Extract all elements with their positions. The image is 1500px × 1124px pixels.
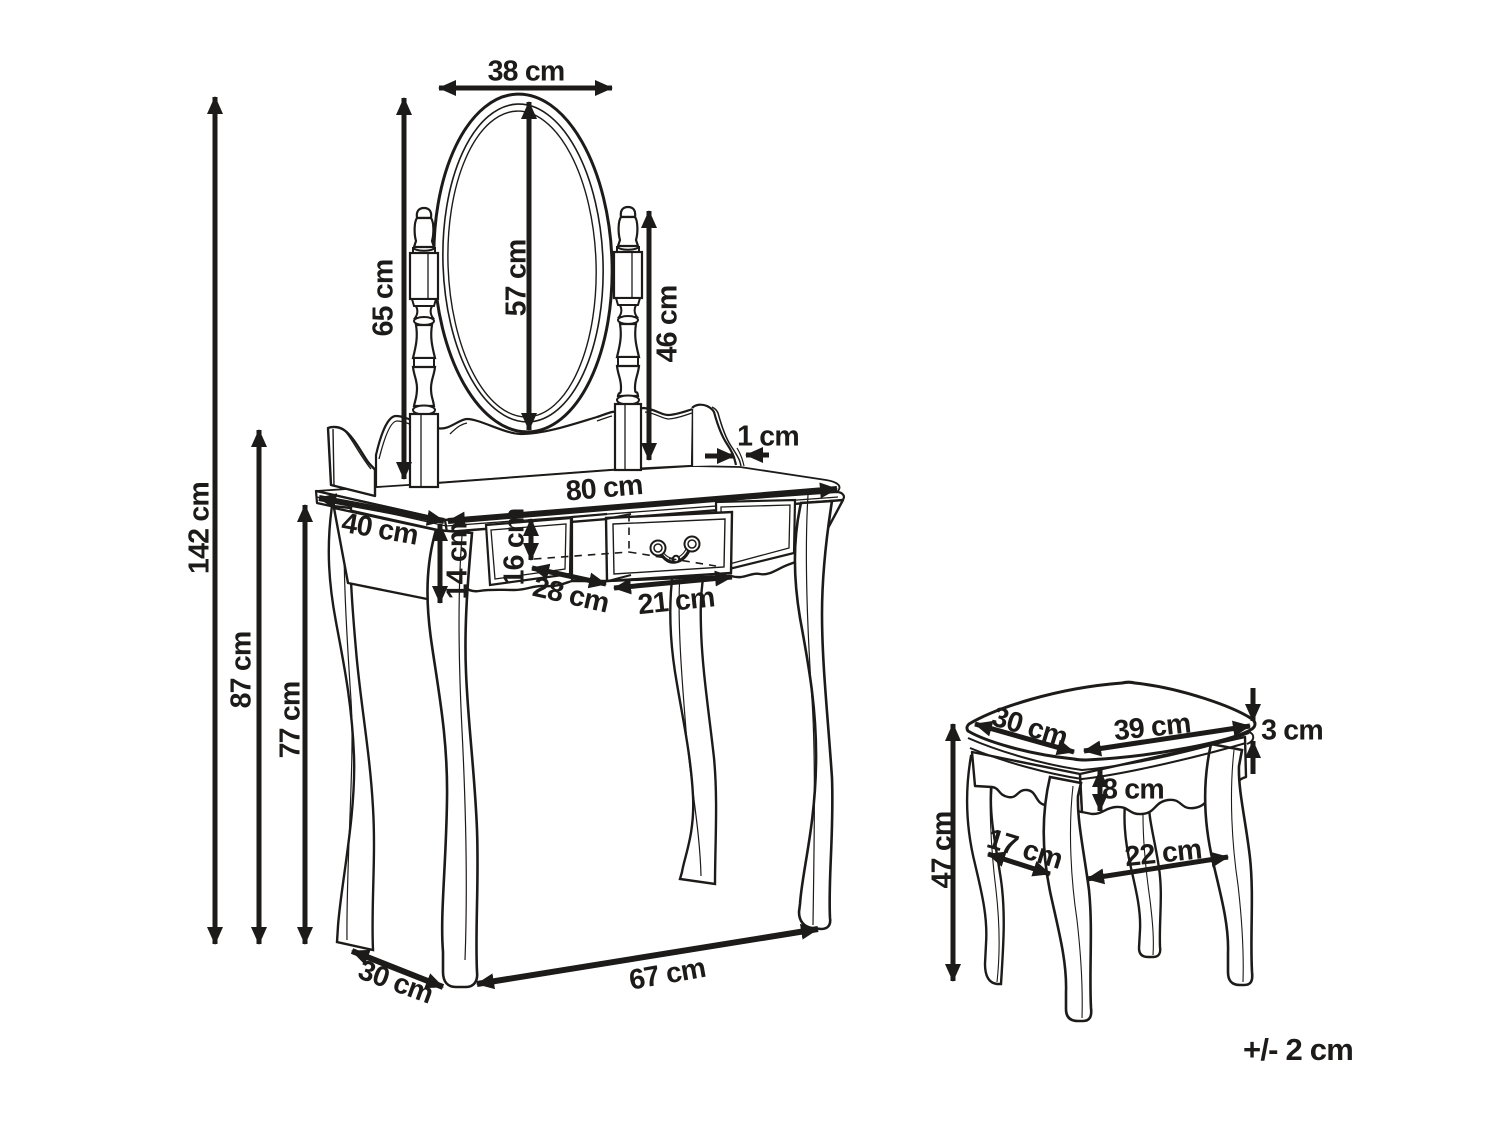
svg-text:1 cm: 1 cm	[737, 420, 799, 452]
svg-text:14 cm: 14 cm	[441, 523, 473, 600]
svg-text:16 cm: 16 cm	[498, 509, 530, 586]
svg-text:3 cm: 3 cm	[1261, 714, 1323, 746]
svg-text:57 cm: 57 cm	[500, 240, 532, 317]
svg-text:8 cm: 8 cm	[1102, 773, 1164, 805]
svg-text:39 cm: 39 cm	[1112, 707, 1192, 747]
svg-text:65 cm: 65 cm	[367, 260, 399, 337]
svg-text:46 cm: 46 cm	[651, 286, 683, 363]
svg-text:77 cm: 77 cm	[274, 682, 306, 759]
svg-text:87 cm: 87 cm	[225, 632, 257, 709]
svg-text:21 cm: 21 cm	[636, 581, 716, 621]
svg-text:38 cm: 38 cm	[488, 55, 565, 87]
svg-text:80 cm: 80 cm	[564, 469, 643, 508]
svg-text:142 cm: 142 cm	[183, 482, 215, 574]
svg-text:47 cm: 47 cm	[926, 812, 958, 889]
svg-text:+/- 2 cm: +/- 2 cm	[1243, 1032, 1353, 1067]
svg-text:22 cm: 22 cm	[1123, 833, 1203, 873]
